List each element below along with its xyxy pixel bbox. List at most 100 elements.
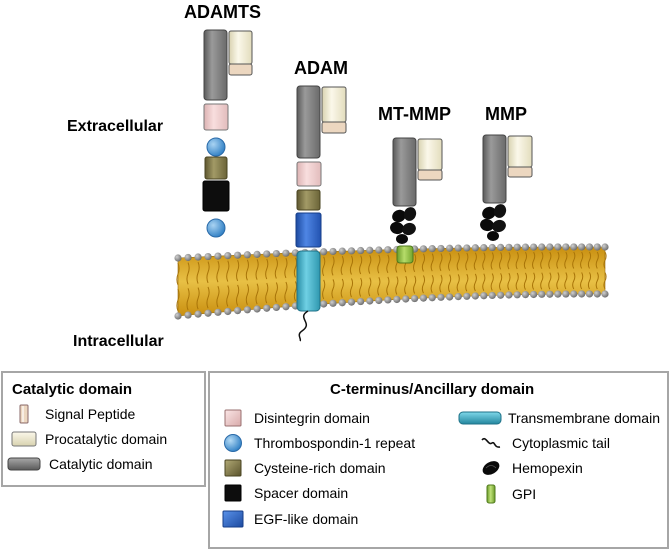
lipid-head [402,295,410,303]
lipid-tail [548,272,552,290]
catalytic-domain [296,85,321,159]
catalytic-domain-icon [7,453,41,475]
lipid-tail [349,278,354,298]
spacer-domain [202,180,230,212]
gpi-anchor [396,245,414,264]
lipid-tail [255,259,259,280]
lipid-tail [206,261,210,284]
lipid-tail [465,252,469,271]
lipid-tail [331,256,335,276]
cysteine-rich-domain [204,156,228,180]
legend-item-label: Procatalytic domain [45,431,168,447]
lipid-tail [216,260,220,283]
lipid-head [488,243,496,252]
legend-item-label: Thrombospondin-1 repeat [254,435,416,451]
lipid-tail [395,276,399,295]
lipid-head [194,310,202,318]
hemopexin-icon [478,457,504,479]
lipid-head [521,291,530,299]
lipid-head [437,244,445,253]
lipid-head [480,244,488,252]
lipid-head [338,299,346,307]
lipid-tail [490,252,494,270]
lipid-tail [421,253,426,272]
lipid-head [471,244,479,252]
lipid-tail [564,251,568,269]
lipid-head [454,244,462,252]
legend-item-disintegrin-domain: Disintegrin domain [220,407,370,429]
legend-item-label: Transmembrane domain [508,410,660,426]
legend-item-gpi: GPI [478,483,536,505]
lipid-head [497,291,505,299]
lipid-tail [430,253,434,272]
catalytic-domain [203,29,228,101]
egf-like-domain [295,212,322,248]
lipid-head [243,306,251,314]
lipid-head [521,243,530,251]
lipid-tail [515,272,519,291]
lipid-tail [456,252,460,271]
lipid-tail [515,251,519,270]
adamts-protein [202,29,253,238]
lipid-tail [265,258,269,280]
lipid-head [505,243,513,251]
lipid-tail [556,251,560,269]
lipid-head [480,292,488,300]
lipid-head [234,251,242,259]
legend-item-signal-peptide: Signal Peptide [11,403,135,425]
membrane-protein-diagram [174,29,609,342]
legend-item-hemopexin: Hemopexin [478,457,583,479]
legend-item-thrombospondin-repeat: Thrombospondin-1 repeat [220,432,415,454]
lipid-tail [284,257,288,279]
lipid-tail [274,258,278,279]
lipid-tail [556,272,560,290]
lipid-tail [377,254,381,274]
egf-like-domain-icon [220,508,246,530]
lipid-tail [603,272,607,290]
lipid-head [562,243,570,251]
lipid-head [601,243,609,251]
lipid-tail [456,274,460,292]
lipid-head [428,294,436,302]
legend-item-label: Catalytic domain [49,456,153,472]
cytoplasmic-tail [298,310,309,342]
lipid-tail [245,284,249,305]
lipid-head [530,290,538,299]
procatalytic-domain [507,135,533,168]
lipid-head [546,290,554,298]
lipid-head [463,292,471,300]
lipid-head [253,250,261,258]
lipid-tail [368,255,372,274]
cysteine-rich-domain-icon [220,457,246,479]
lipid-head [224,307,232,316]
lipid-tail [572,251,576,269]
cytoplasmic-tail-icon [478,432,504,454]
lipid-head [224,252,232,260]
lipid-tail [603,251,607,269]
lipid-head [585,290,594,298]
lipid-head [204,252,212,261]
signal-peptide [507,166,533,178]
lipid-head [530,243,538,251]
lipid-tail [377,277,381,296]
legend-item-label: Cysteine-rich domain [254,460,386,476]
lipid-head [204,309,212,317]
lipid-tail [499,252,503,270]
legend-item-label: Spacer domain [254,485,349,501]
legend-item-transmembrane-domain: Transmembrane domain [458,407,660,429]
lipid-head [419,245,428,253]
disintegrin-domain [296,161,322,187]
lipid-head [437,293,445,301]
lipid-tail [448,274,452,293]
lipid-tail [482,252,486,270]
lipid-head [554,290,562,298]
lipid-tail [572,272,576,290]
lipid-head [585,243,594,251]
extracellular-label: Extracellular [67,118,164,135]
thrombospondin-repeat [206,137,226,157]
lipid-head [428,245,436,253]
lipid-tail [507,252,511,270]
mmp-label: MMP [485,104,527,124]
legend-item-cytoplasmic-tail: Cytoplasmic tail [478,432,610,454]
lipid-tail [421,275,426,294]
